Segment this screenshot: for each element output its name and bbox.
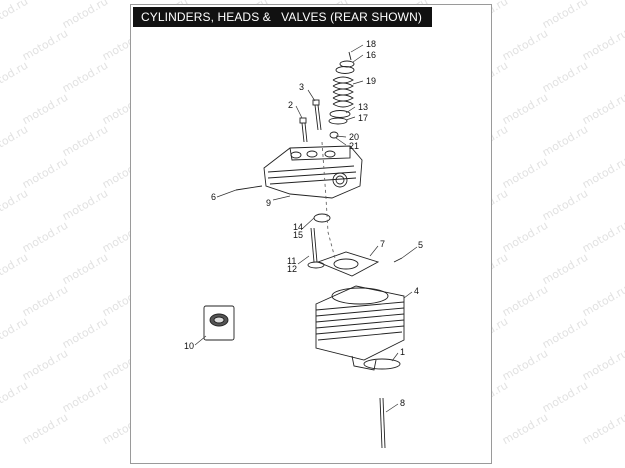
callout-2: 2 <box>288 100 293 110</box>
valve <box>307 227 325 269</box>
diagram-frame: CYLINDERS, HEADS & VALVES (REAR SHOWN) <box>130 4 492 464</box>
cylinder-head <box>235 145 363 199</box>
callout-7: 7 <box>380 239 385 249</box>
o-ring <box>363 358 401 370</box>
callout-15: 15 <box>293 230 303 240</box>
callout-4: 4 <box>414 286 419 296</box>
callout-20: 20 <box>349 132 359 142</box>
callout-21: 21 <box>349 141 359 151</box>
callout-13: 13 <box>358 102 368 112</box>
head-gasket <box>316 251 380 277</box>
callout-9: 9 <box>266 198 271 208</box>
head-bolts <box>299 99 322 143</box>
callout-11: 11 <box>287 256 296 266</box>
cylinder-stud <box>379 397 386 449</box>
callout-14: 14 <box>293 222 303 232</box>
callout-5: 5 <box>418 240 423 250</box>
callout-16: 16 <box>366 50 376 60</box>
callout-18: 18 <box>366 39 376 49</box>
callout-17: 17 <box>358 113 368 123</box>
callout-1: 1 <box>400 347 405 357</box>
callout-10: 10 <box>184 341 194 351</box>
dowel-pin <box>393 257 403 263</box>
callout-8: 8 <box>400 398 405 408</box>
decal-part <box>203 305 235 341</box>
cylinder <box>315 285 405 371</box>
callout-3: 3 <box>299 82 304 92</box>
callout-19: 19 <box>366 76 376 86</box>
page-title: CYLINDERS, HEADS & VALVES (REAR SHOWN) <box>133 7 432 27</box>
callout-6: 6 <box>211 192 216 202</box>
callout-12: 12 <box>287 264 297 274</box>
valve-spring-assembly <box>328 51 355 125</box>
seal-part <box>329 131 339 139</box>
